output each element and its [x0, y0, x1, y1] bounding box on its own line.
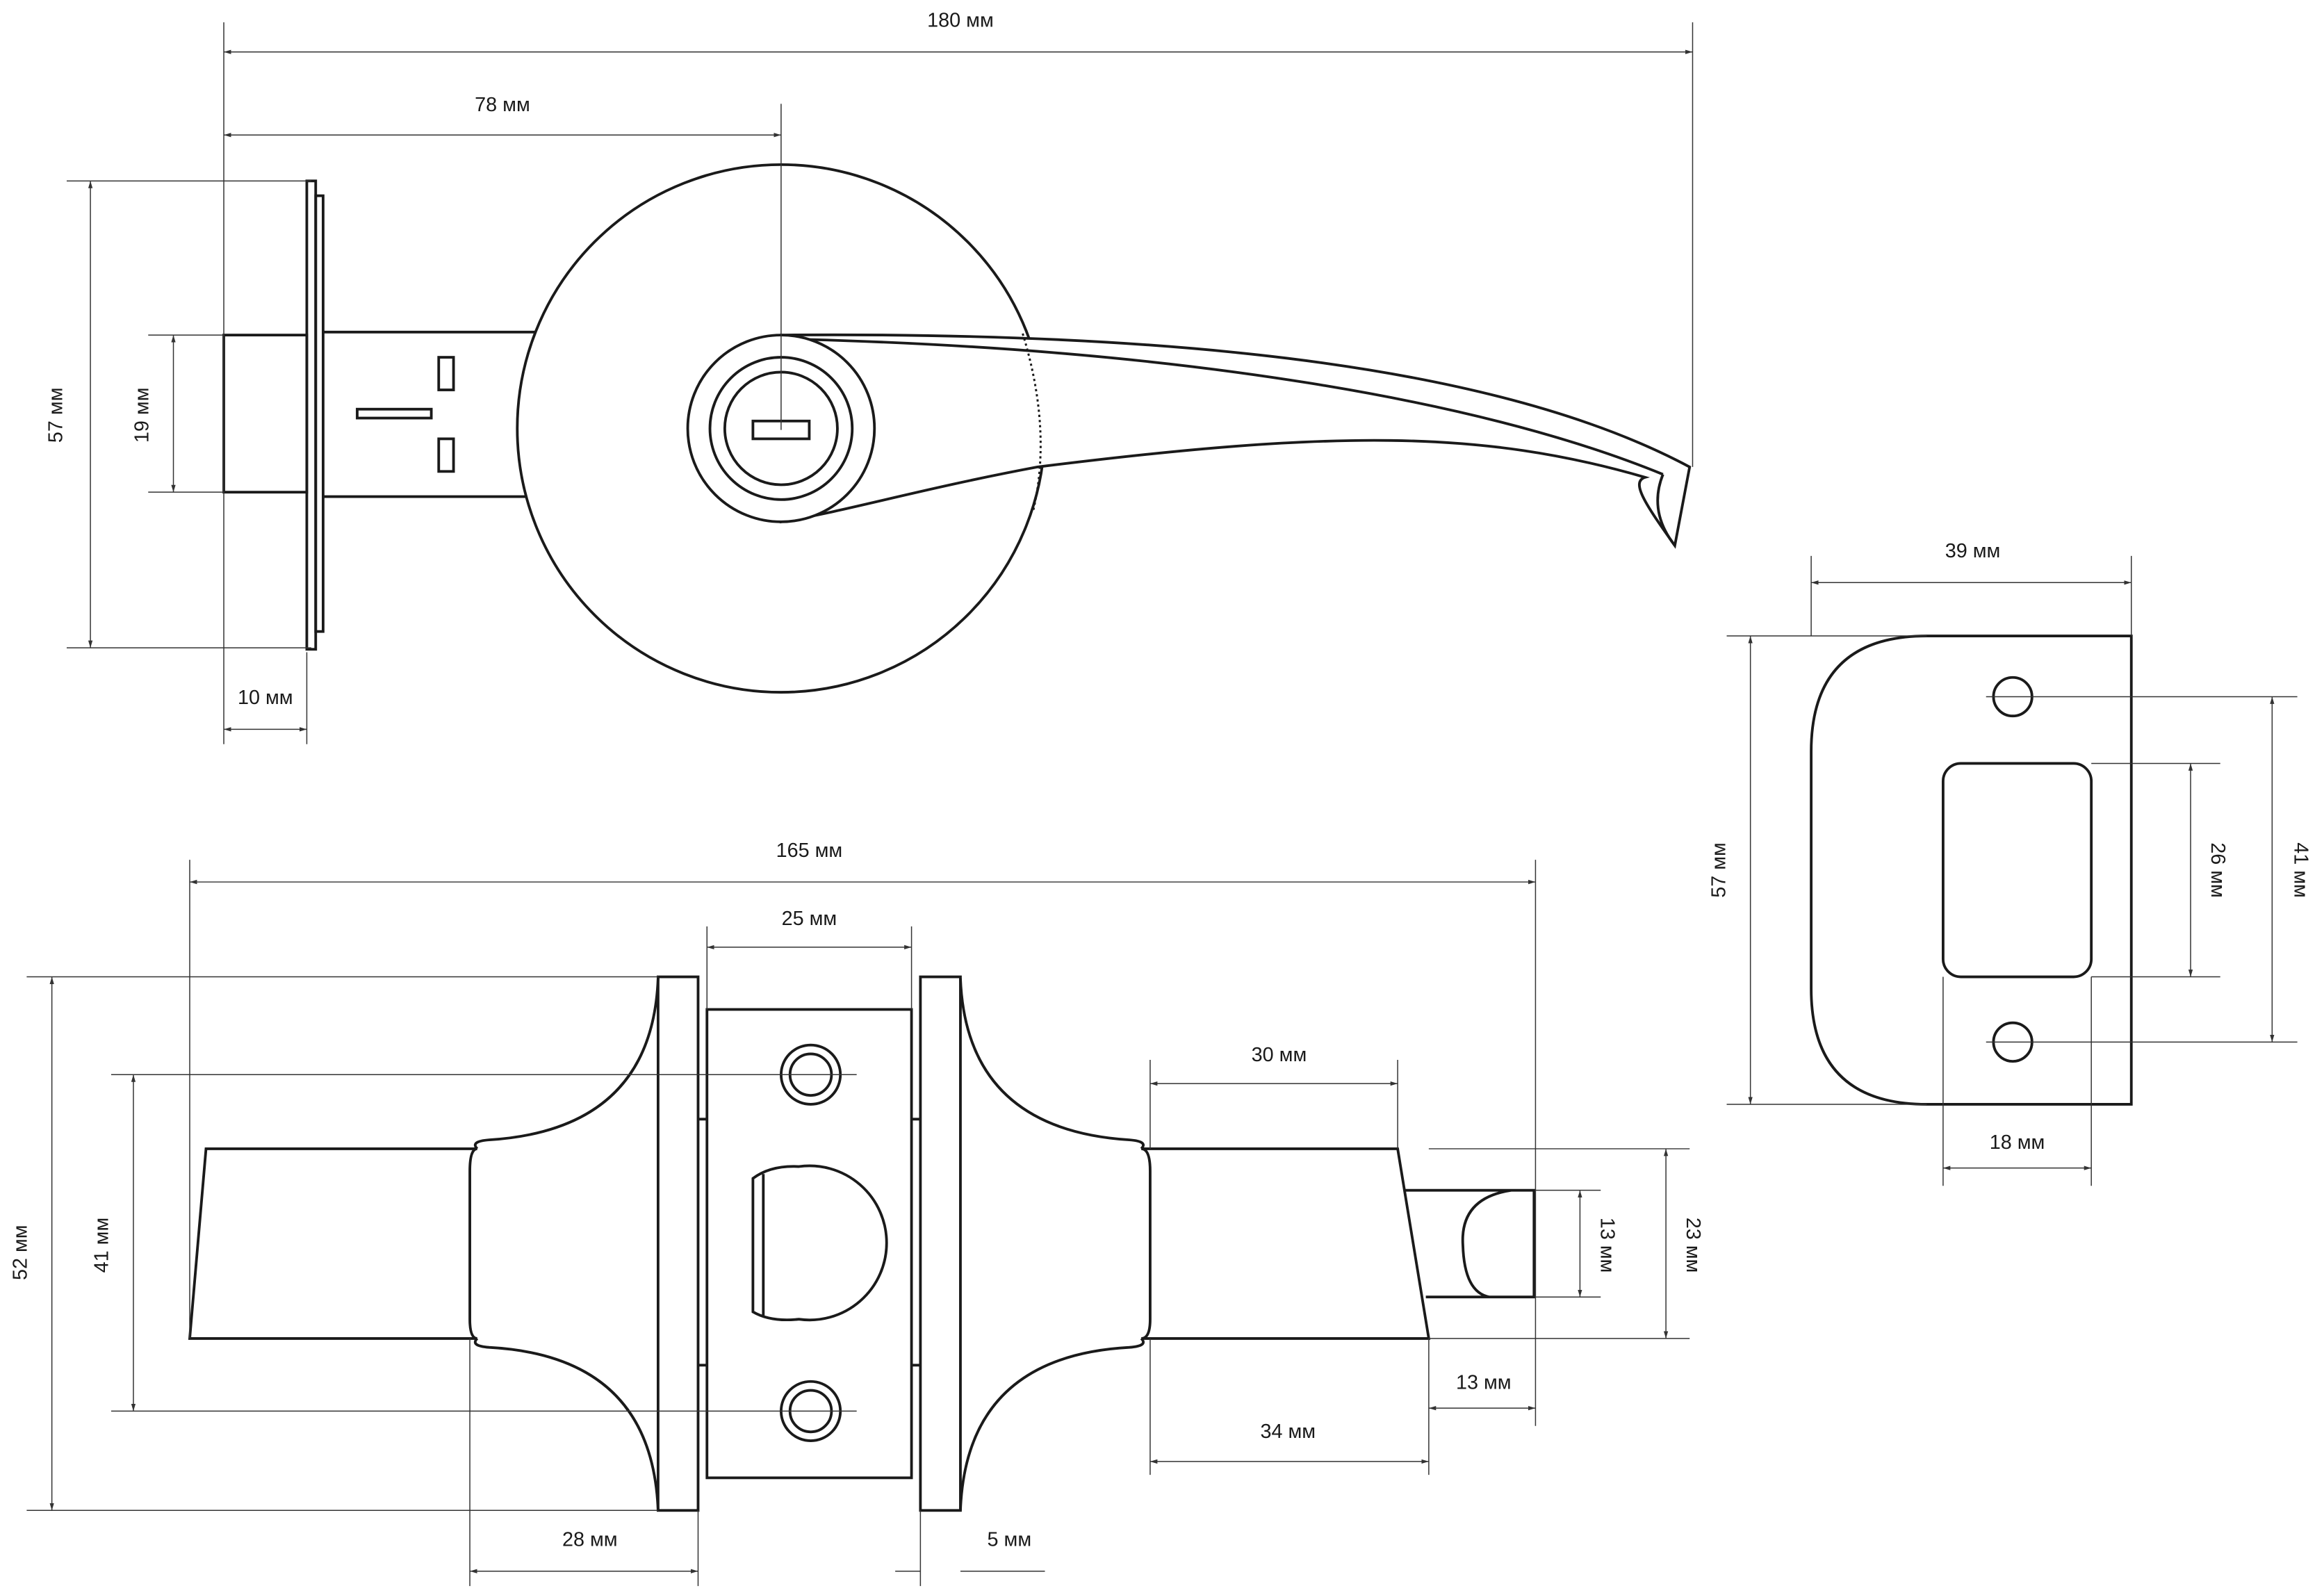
dim-rosette-height: 57 мм: [45, 387, 67, 443]
face-plate: [705, 1008, 913, 1480]
dim-face-plate-width: 25 мм: [782, 908, 837, 930]
lever-edge: [808, 338, 1676, 547]
latch-slot: [437, 356, 455, 391]
latch-bolt: [1405, 1188, 1536, 1299]
dim-strike-width: 39 мм: [1945, 540, 2001, 562]
dim-overall-length: 180 мм: [927, 10, 994, 32]
rosette-plate-inner: [314, 194, 325, 633]
dim-plate-thickness: 5 мм: [988, 1528, 1032, 1551]
dim-backset: 78 мм: [475, 94, 530, 116]
dim-opening-height: 26 мм: [2207, 842, 2229, 898]
dim-latch-length: 34 мм: [1260, 1421, 1316, 1443]
dim-rosette-diameter: 52 мм: [9, 1225, 31, 1280]
latch-bolt-face: [751, 1164, 888, 1322]
rosette-right: [919, 975, 962, 1512]
dim-strike-height: 57 мм: [1708, 842, 1730, 898]
dim-bolt-projection: 13 мм: [1456, 1371, 1512, 1393]
dim-rosette-thickness: 10 мм: [238, 687, 293, 709]
latch-face: [222, 334, 309, 494]
latch-slot: [356, 407, 433, 420]
right-lever-section: [1140, 1147, 1431, 1340]
dim-opening-width: 18 мм: [1990, 1131, 2045, 1154]
dim-body-length: 30 мм: [1252, 1044, 1307, 1066]
lever-handle: [779, 333, 1692, 549]
bottom-view-dimensions: 165 мм 25 мм 52 мм 41 мм 30 мм 13 мм 23 …: [9, 840, 1704, 1587]
dim-hole-spacing: 41 мм: [2289, 842, 2311, 898]
dim-bottom-hole-spacing: 41 мм: [91, 1218, 113, 1273]
dim-bottom-overall: 165 мм: [776, 840, 843, 862]
left-lever-section: [188, 1147, 478, 1340]
rosette-left: [656, 975, 700, 1512]
rosette-hidden-edge: [1022, 333, 1042, 512]
latch-slot: [437, 437, 455, 473]
strike-plate: 39 мм 57 мм 26 мм 41 мм 18 мм: [1708, 540, 2311, 1186]
top-view-dimensions: 180 мм 78 мм 57 мм 19 мм 10 мм: [45, 10, 1694, 744]
strike-opening: [1941, 762, 2093, 979]
dim-knob-neck: 28 мм: [562, 1528, 618, 1551]
top-view-lever-handle: [222, 163, 1692, 694]
latch-body: [322, 330, 537, 498]
bottom-view-latch-assembly: [188, 975, 1536, 1512]
dim-body-height: 23 мм: [1682, 1218, 1704, 1273]
dim-latch-face-height: 19 мм: [131, 387, 153, 443]
dim-bolt-height: 13 мм: [1596, 1218, 1618, 1273]
